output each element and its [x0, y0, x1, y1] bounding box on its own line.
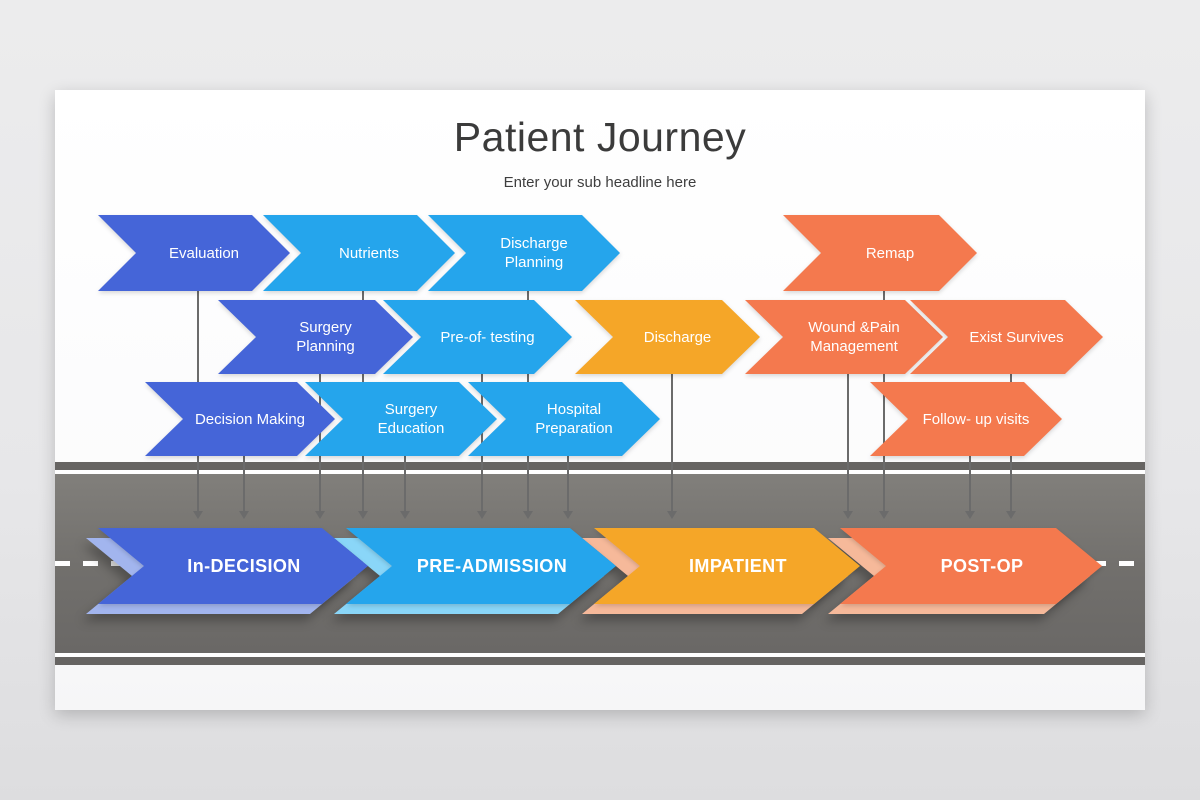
connector-arrowhead-icon	[666, 511, 677, 519]
slide: Patient Journey Enter your sub headline …	[55, 90, 1145, 710]
chevron-wound-pain-management: Wound &Pain Management	[745, 300, 943, 374]
connector-line	[480, 374, 483, 511]
connector-arrowhead-icon	[476, 511, 487, 519]
connector-arrowhead-icon	[965, 511, 975, 519]
connector-line	[404, 456, 406, 511]
chevron-exist-survives: Exist Survives	[910, 300, 1103, 374]
chevron-label-follow-up-visits: Follow- up visits	[922, 410, 1030, 428]
chevron-label-remap: Remap	[865, 244, 915, 262]
chevron-shape-hospital-preparation: Hospital Preparation	[468, 382, 660, 456]
chevron-shape-nutrients: Nutrients	[263, 215, 455, 291]
connector-arrowhead-icon	[358, 511, 368, 519]
chevron-follow-up-visits: Follow- up visits	[870, 382, 1062, 456]
road-arrow-in-decision: In-DECISION	[98, 528, 368, 604]
chevron-hospital-preparation: Hospital Preparation	[468, 382, 660, 456]
road-arrow-label-impatient: IMPATIENT	[689, 555, 787, 576]
chevron-label-decision-making: Decision Making	[194, 410, 306, 428]
road-arrow-label-pre-admission: PRE-ADMISSION	[416, 555, 568, 576]
road-arrow-pre-admission: PRE-ADMISSION	[346, 528, 616, 604]
chevron-label-discharge-planning: Discharge Planning	[500, 235, 568, 271]
road-arrow-label-post-op: POST-OP	[940, 555, 1024, 576]
chevron-shape-pre-of-testing: Pre-of- testing	[383, 300, 572, 374]
chevron-surgery-education: Surgery Education	[305, 382, 497, 456]
connector-line	[883, 291, 885, 511]
connector-line	[847, 374, 849, 511]
chevron-label-discharge: Discharge	[643, 328, 712, 346]
road-arrow-post-op: POST-OP	[840, 528, 1102, 604]
chevron-nutrients: Nutrients	[263, 215, 455, 291]
chevron-label-wound-pain-management: Wound &Pain Management	[808, 319, 900, 355]
chevron-discharge-planning: Discharge Planning	[428, 215, 620, 291]
road-arrow-shape-impatient: IMPATIENT	[594, 528, 860, 604]
connector-arrowhead-icon	[1005, 511, 1016, 519]
chevron-shape-discharge: Discharge	[575, 300, 760, 374]
chevron-shape-evaluation: Evaluation	[98, 215, 290, 291]
connector-arrowhead-icon	[314, 511, 325, 519]
slide-title: Patient Journey	[453, 114, 747, 160]
road-arrow-shape-in-decision: In-DECISION	[98, 528, 368, 604]
connector-arrowhead-icon	[239, 511, 249, 519]
chevron-shape-remap: Remap	[783, 215, 977, 291]
chevron-shape-follow-up-visits: Follow- up visits	[870, 382, 1062, 456]
connector-line	[969, 456, 971, 511]
chevron-label-nutrients: Nutrients	[338, 244, 400, 262]
connector-line	[567, 456, 569, 511]
chevron-label-surgery-education: Surgery Education	[377, 401, 445, 437]
road-arrow-shape-post-op: POST-OP	[840, 528, 1102, 604]
connector-line	[243, 456, 245, 511]
chevron-shape-exist-survives: Exist Survives	[910, 300, 1103, 374]
chevron-label-exist-survives: Exist Survives	[969, 328, 1064, 346]
slide-subtitle: Enter your sub headline here	[503, 174, 697, 191]
chevron-discharge: Discharge	[575, 300, 760, 374]
chevron-label-evaluation: Evaluation	[168, 244, 240, 262]
road-top-line	[55, 470, 1145, 474]
road-arrow-shape-pre-admission: PRE-ADMISSION	[346, 528, 616, 604]
road-bottom-line	[55, 653, 1145, 657]
road-arrow-impatient: IMPATIENT	[594, 528, 860, 604]
road-bottom-edge	[55, 657, 1145, 665]
chevron-label-hospital-preparation: Hospital Preparation	[535, 401, 613, 437]
road-top-edge	[55, 462, 1145, 470]
connector-arrowhead-icon	[523, 511, 533, 519]
connector-arrowhead-icon	[879, 511, 889, 519]
chevron-remap: Remap	[783, 215, 977, 291]
connector-line	[670, 374, 673, 511]
chevron-shape-discharge-planning: Discharge Planning	[428, 215, 620, 291]
chevron-label-pre-of-testing: Pre-of- testing	[440, 328, 535, 346]
connector-arrowhead-icon	[400, 511, 410, 519]
chevron-evaluation: Evaluation	[98, 215, 290, 291]
chevron-label-surgery-planning: Surgery Planning	[296, 319, 355, 355]
connector-arrowhead-icon	[563, 511, 573, 519]
chevron-surgery-planning: Surgery Planning	[218, 300, 413, 374]
chevron-pre-of-testing: Pre-of- testing	[383, 300, 572, 374]
connector-arrowhead-icon	[843, 511, 853, 519]
road-arrow-label-in-decision: In-DECISION	[187, 555, 301, 576]
connector-arrowhead-icon	[193, 511, 203, 519]
chevron-decision-making: Decision Making	[145, 382, 335, 456]
